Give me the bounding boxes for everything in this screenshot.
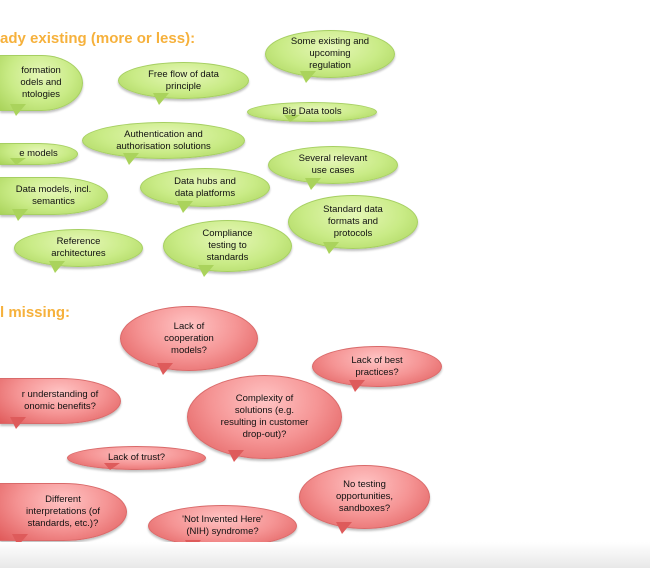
- bubble-text: Reference architectures: [51, 236, 106, 259]
- bubble-text: Authentication and authorisation solutio…: [116, 128, 211, 152]
- bubble-text: No testing opportunities, sandboxes?: [335, 479, 394, 514]
- missing-heading: l missing:: [0, 304, 71, 321]
- existing-heading: ady existing (more or less):: [0, 30, 196, 47]
- bubble-free-flow: Free flow of data principle: [118, 62, 249, 105]
- bubble-text: r understanding of onomic benefits?: [21, 389, 99, 412]
- bubble-cooperation-models: Lack of cooperation models?: [120, 306, 258, 375]
- bubble-use-cases: Several relevant use cases: [268, 146, 398, 190]
- bubble-text: Some existing and upcoming regulation: [290, 36, 370, 71]
- bubble-big-data-tools: Big Data tools: [247, 102, 377, 122]
- bubble-compliance-testing: Compliance testing to standards: [163, 220, 292, 277]
- bubble-text: Several relevant use cases: [298, 153, 368, 176]
- bubble-text: Big Data tools: [282, 106, 342, 117]
- bubble-text: Lack of cooperation models?: [164, 320, 214, 356]
- bubble-models: e models: [0, 143, 78, 165]
- bubble-text: Free flow of data principle: [148, 68, 219, 92]
- bubble-text: formation odels and ntologies: [20, 65, 62, 100]
- slide-footer-shade: [0, 542, 650, 568]
- bubble-standard-formats: Standard data formats and protocols: [288, 195, 418, 254]
- bubble-complexity: Complexity of solutions (e.g. resulting …: [187, 375, 342, 462]
- bubble-data-hubs: Data hubs and data platforms: [140, 168, 270, 213]
- bubble-text: Different interpretations (of standards,…: [26, 494, 100, 529]
- bubble-text: e models: [19, 148, 58, 159]
- bubble-best-practices: Lack of best practices?: [312, 346, 442, 392]
- bubble-text: Data models, incl. semantics: [15, 184, 92, 207]
- bubble-data-models: Data models, incl. semantics: [0, 177, 108, 221]
- bubble-text: Standard data formats and protocols: [323, 204, 383, 239]
- bubble-no-testing: No testing opportunities, sandboxes?: [299, 465, 430, 534]
- bubble-different-interpretations: Different interpretations (of standards,…: [0, 483, 127, 546]
- bubble-text: Data hubs and data platforms: [174, 175, 236, 199]
- bubble-text: Compliance testing to standards: [202, 228, 253, 263]
- bubble-information-models: formation odels and ntologies: [0, 55, 83, 116]
- bubble-nih-syndrome: 'Not Invented Here' (NIH) syndrome?: [148, 505, 297, 552]
- bubble-text: Lack of trust?: [107, 452, 166, 463]
- bubble-authentication: Authentication and authorisation solutio…: [82, 122, 245, 165]
- bubble-economic-benefits: r understanding of onomic benefits?: [0, 378, 121, 429]
- bubble-regulation: Some existing and upcoming regulation: [265, 30, 395, 83]
- bubble-text: Complexity of solutions (e.g. resulting …: [220, 393, 309, 440]
- bubble-lack-of-trust: Lack of trust?: [67, 446, 206, 470]
- bubble-text: Lack of best practices?: [351, 354, 403, 378]
- bubble-text: 'Not Invented Here' (NIH) syndrome?: [182, 514, 263, 537]
- bubble-reference-architectures: Reference architectures: [14, 229, 143, 273]
